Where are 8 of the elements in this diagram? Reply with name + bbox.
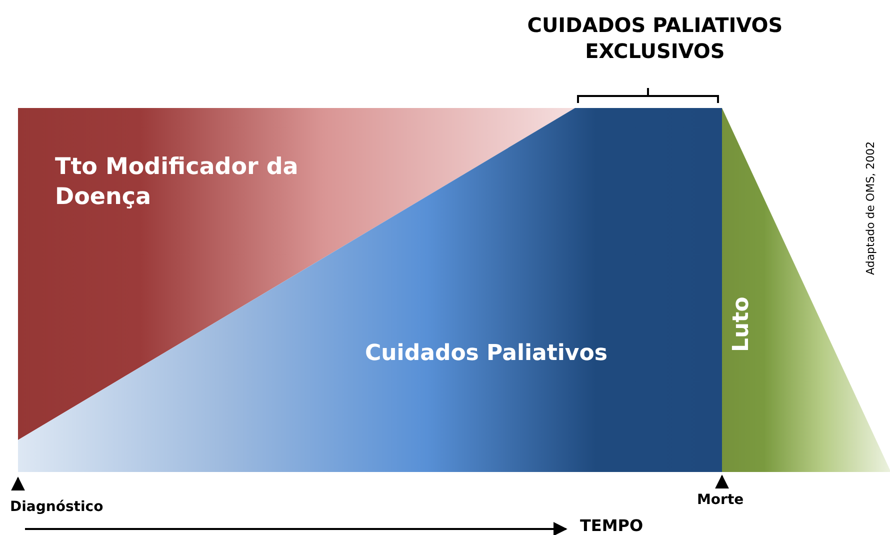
area-label: Luto <box>728 296 755 352</box>
area-label: Cuidados Paliativos <box>365 340 608 368</box>
source-note: Adaptado de OMS, 2002 <box>864 141 878 275</box>
bracket-heading: CUIDADOS PALIATIVOS EXCLUSIVOS <box>526 12 784 64</box>
timeline-label: Morte <box>697 491 744 510</box>
timeline-label: Diagnóstico <box>10 498 104 516</box>
axis-label: TEMPO <box>580 516 644 535</box>
area-label: Tto Modificador da Doença <box>55 153 300 212</box>
